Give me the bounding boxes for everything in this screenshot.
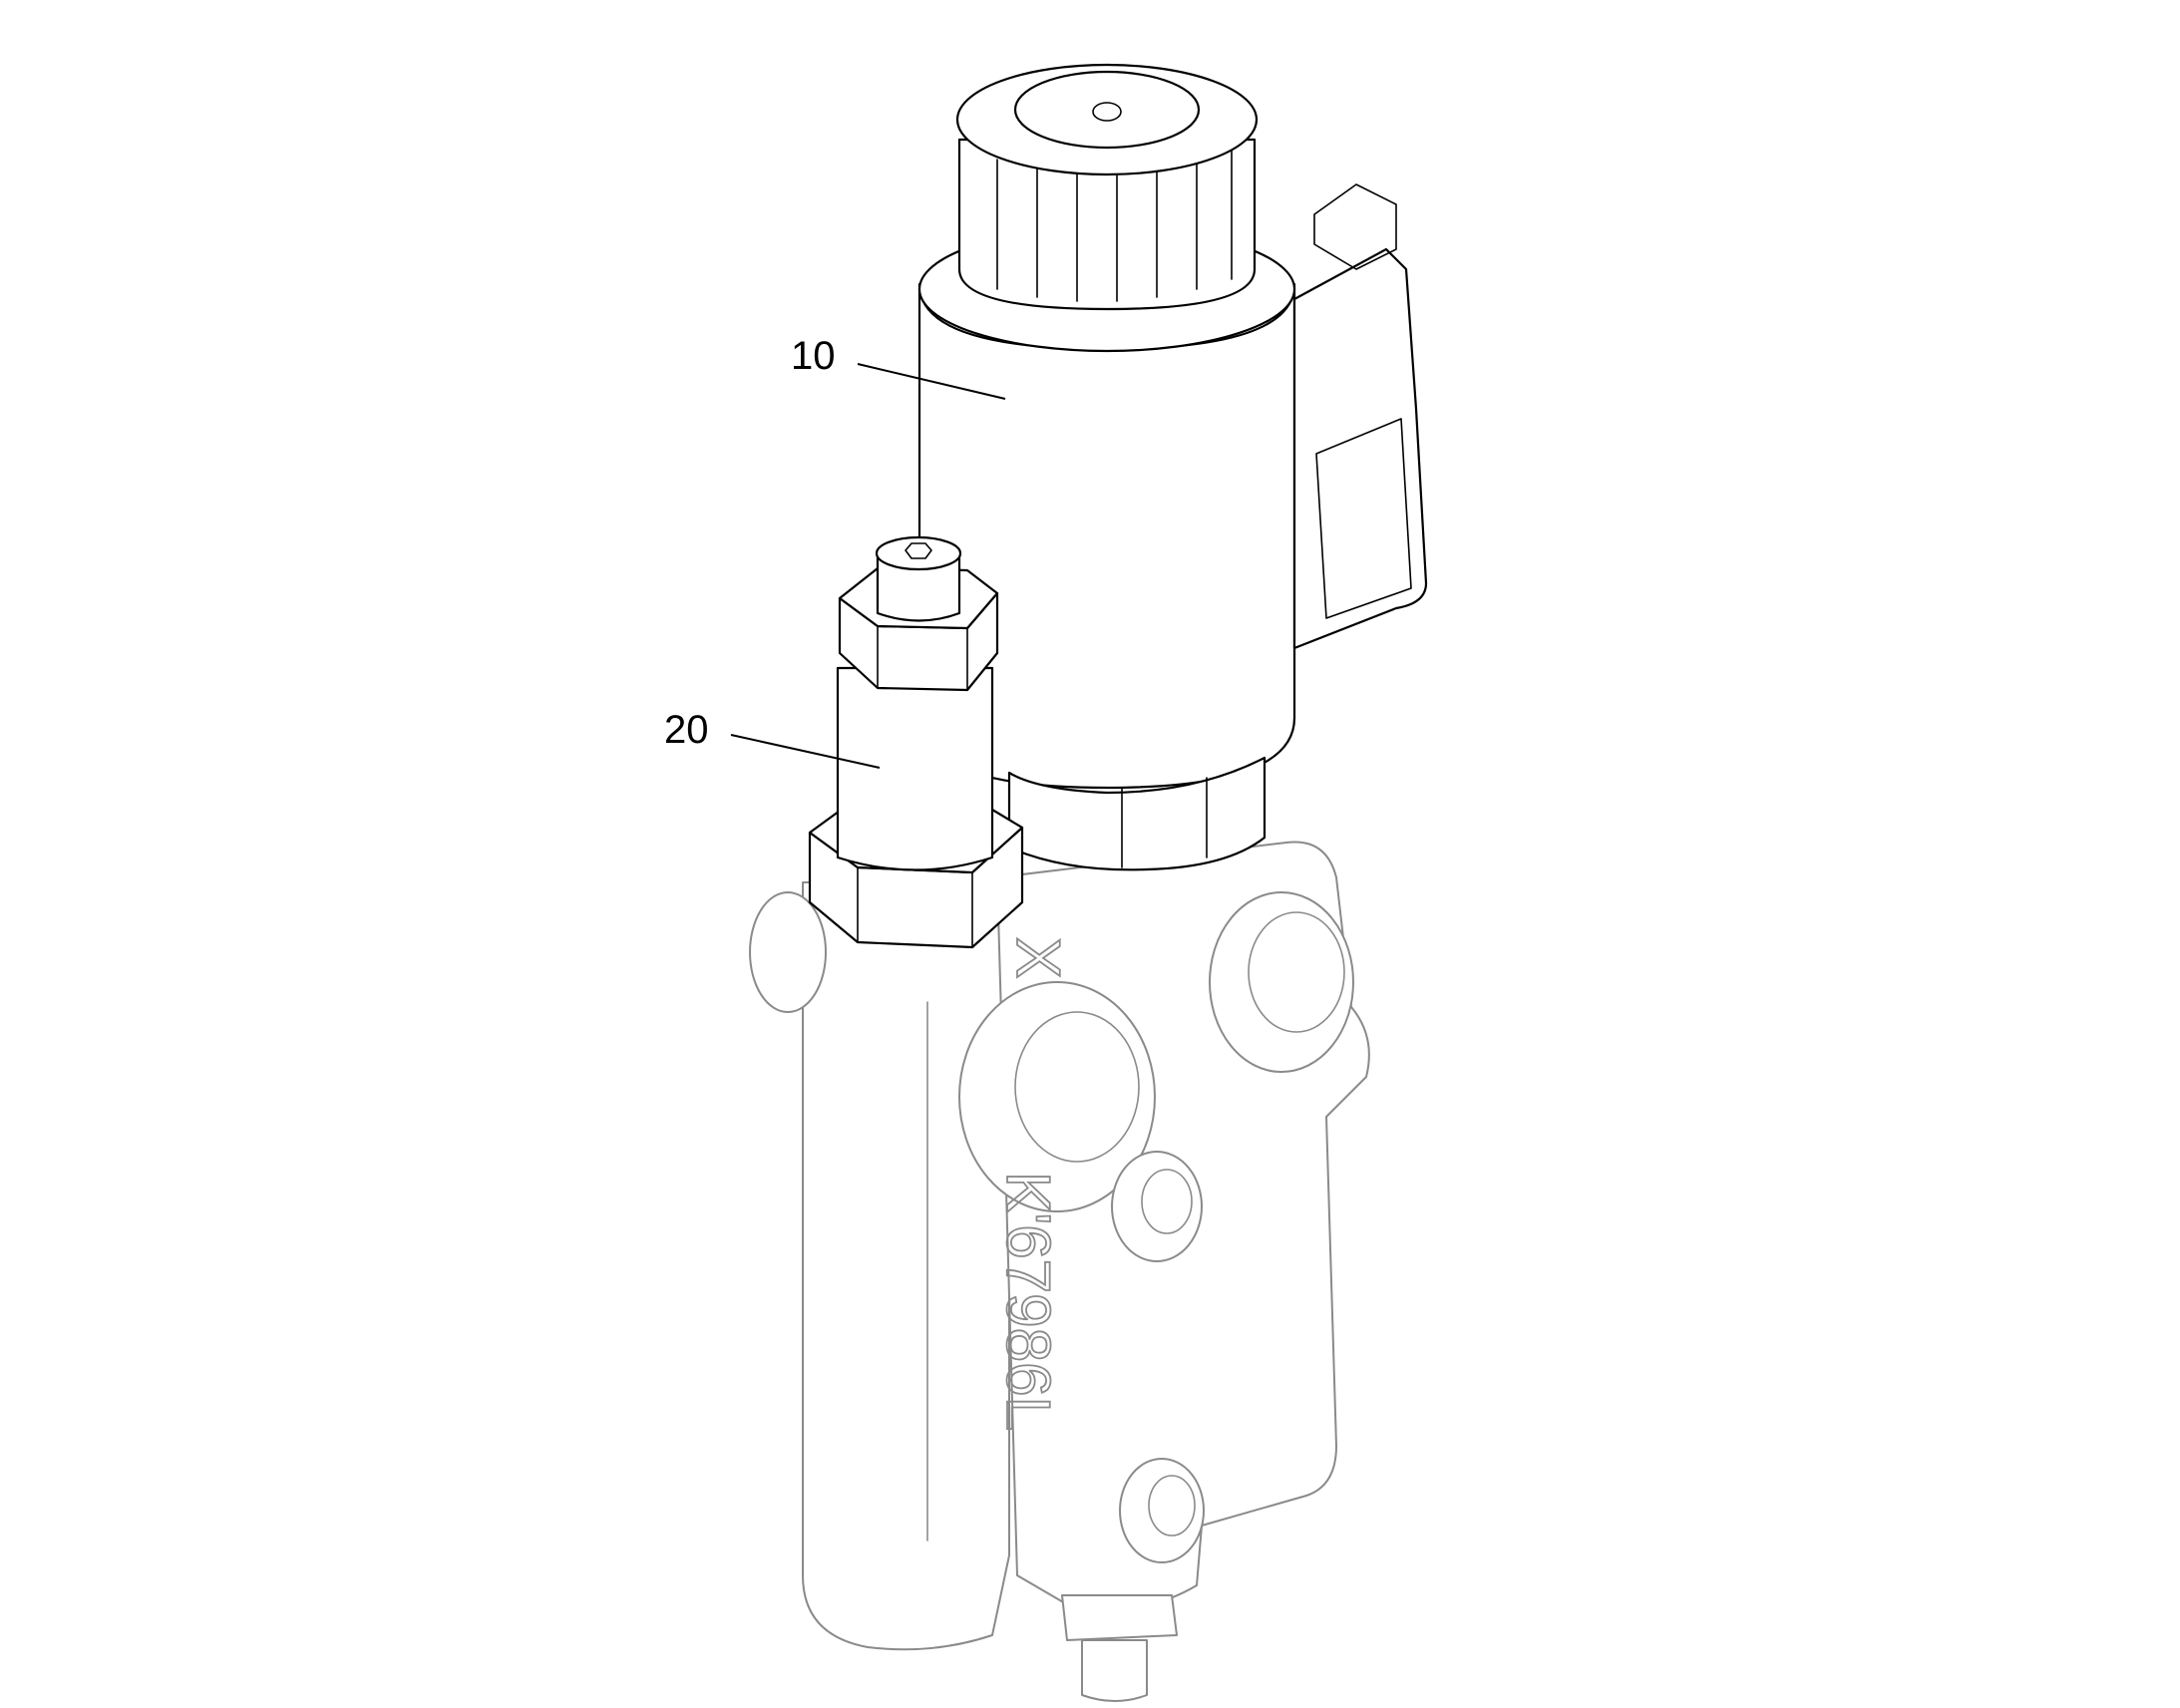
solenoid-connector-plug-face bbox=[1315, 418, 1412, 619]
port-fitting-lower bbox=[1119, 1458, 1205, 1563]
valve-body: X K'67986L bbox=[749, 841, 1370, 1702]
solenoid-cap-hole bbox=[1092, 102, 1122, 122]
middle-port-bore bbox=[1014, 1011, 1140, 1163]
cartridge-hex-socket bbox=[905, 542, 932, 559]
solenoid-cap bbox=[1013, 70, 1201, 150]
valve-body-left-boss bbox=[749, 891, 827, 1013]
solenoid-connector-housing bbox=[1292, 247, 1428, 650]
solenoid-lower-nut bbox=[1007, 756, 1267, 871]
cartridge-valve bbox=[808, 535, 1024, 949]
bottom-adjuster-nut bbox=[1061, 1594, 1178, 1641]
solenoid-connector-latch bbox=[1313, 183, 1397, 270]
cartridge-body-tube bbox=[836, 666, 994, 871]
callout-10-leader bbox=[857, 363, 1006, 400]
solenoid-knurl-ridges bbox=[996, 149, 1233, 302]
port-fitting-upper bbox=[1111, 1151, 1203, 1262]
valve-body-bore-housing bbox=[802, 876, 1010, 1651]
solenoid-knurled-nut bbox=[957, 138, 1257, 311]
port-fitting-lower-bore bbox=[1148, 1475, 1196, 1537]
upper-port-bore bbox=[1248, 911, 1345, 1033]
callout-10-label: 10 bbox=[791, 334, 836, 378]
callout-20-leader bbox=[730, 734, 881, 769]
port-fitting-upper-bore bbox=[1141, 1169, 1193, 1234]
cartridge-adjusting-screw-top bbox=[875, 535, 962, 571]
callout-10: 10 bbox=[791, 334, 1006, 400]
bottom-adjuster-stem bbox=[1081, 1639, 1148, 1702]
body-marking-engraving: K'67986L bbox=[993, 1172, 1062, 1431]
cartridge-adjusting-screw bbox=[876, 551, 961, 622]
upper-port-boss bbox=[1209, 891, 1354, 1073]
callout-20-label: 20 bbox=[664, 708, 709, 752]
middle-port-boss bbox=[958, 981, 1156, 1212]
port-marking-engraving: X bbox=[1003, 937, 1072, 978]
solenoid-coil bbox=[917, 63, 1428, 871]
callout-20: 20 bbox=[664, 708, 881, 769]
